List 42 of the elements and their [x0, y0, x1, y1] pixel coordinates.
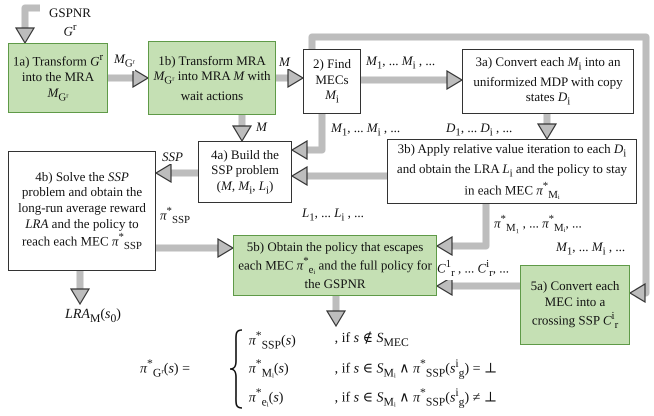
edge-label: π$^{*}$$_{M₁}$ , ... π$^{*}$$_{Mᵢ}$, ...: [494, 214, 582, 235]
block-arrow: [361, 70, 463, 90]
block-arrow: [156, 238, 234, 258]
block-arrow: [155, 163, 198, 183]
case-value: π$^{*}$$_{eᵢ}$(s): [248, 385, 284, 410]
edge-label: M$_{Gʳ}$: [114, 52, 136, 70]
box-text: 5b) Obtain the policy that escapes each MEC π$^{*}$$_{eᵢ}$ and the full policy for the GSPNR: [237, 238, 433, 292]
box-text: 2) Find MECs M$_{i}$: [312, 56, 352, 107]
block-arrow: [436, 204, 490, 256]
block-arrow: [70, 271, 90, 305]
process-box: [303, 49, 361, 114]
edge-label: M: [279, 55, 290, 70]
block-arrow: [537, 114, 557, 140]
block-arrow: [291, 166, 387, 186]
input-label: LRA$_{M}$(s$_{0}$): [65, 306, 121, 326]
process-box: [148, 41, 276, 115]
input-label: GSPNR: [49, 5, 91, 21]
case-condition: , if s ∉ S$_{MEC}$: [334, 330, 410, 351]
process-box: [520, 265, 630, 345]
edge-label: C$^{1}$$_{r}$ , ... C$^{i}$$_{r}$, ...: [437, 259, 509, 280]
block-arrow: [232, 115, 252, 142]
block-arrow: [276, 68, 304, 88]
block-arrow: [308, 34, 650, 303]
block-arrow: [291, 114, 326, 160]
block-arrow: [15, 4, 40, 44]
box-text: 3a) Convert each M$_{i}$ into an uniformized MDP with copy states D$_{i}$: [472, 54, 624, 109]
box-text: 4a) Build the SSP problem (M, M$_{i}$, L$_{i}$): [210, 146, 280, 198]
edge-label: SSP: [162, 150, 183, 164]
formula-lhs: π$^{*}$$_{Gʳ}$(s) =: [140, 356, 191, 382]
block-arrow: [108, 68, 149, 88]
case-value: π$^{*}$$_{Mᵢ}$(s): [248, 356, 290, 382]
block-arrow: [326, 296, 346, 327]
box-text: 1a) Transform G$^{r}$ into the MRA M$_{Gʳ}$: [12, 51, 104, 105]
case-condition: , if s ∈ S$_{Mᵢ}$ ∧ π$^{*}$$_{SSP}$(s$^{i}$$_{g}$) ≠ ⊥: [334, 385, 498, 410]
input-label: G$^{r}$: [64, 20, 76, 39]
process-box: [462, 49, 634, 114]
case-value: π$^{*}$$_{SSP}$(s): [248, 328, 297, 353]
process-box: [198, 141, 292, 203]
box-text: 1b) Transform MRA M$_{Gʳ}$ into MRA M with wait actions: [152, 52, 272, 104]
process-box: [8, 43, 108, 113]
case-condition: , if s ∈ S$_{Mᵢ}$ ∧ π$^{*}$$_{SSP}$(s$^{i}$$_{g}$) = ⊥: [334, 356, 498, 382]
process-box: [8, 151, 156, 271]
